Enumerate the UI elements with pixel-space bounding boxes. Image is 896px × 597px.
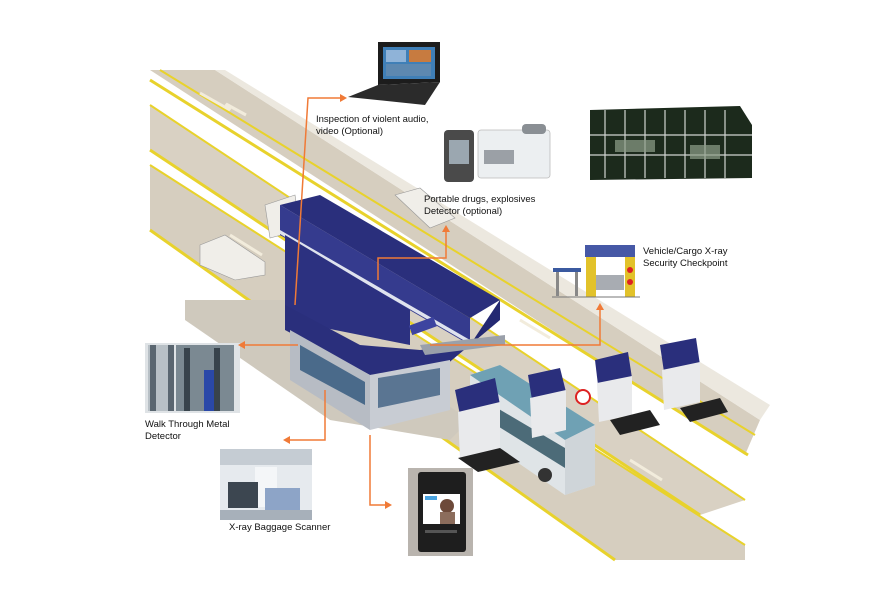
arrowhead [596,303,604,310]
road-divider [215,70,770,420]
callout-arrowheads [238,94,604,509]
label-metal-detector-line2: Detector [145,431,181,442]
callout-face-terminal [369,435,385,506]
label-audio-video-line2: video (Optional) [316,126,384,137]
xray-gate-image [552,245,640,298]
security-booth [280,195,505,430]
callout-lines [245,97,601,506]
label-audio-video: Inspection of violent audio, video (Opti… [316,114,429,138]
label-baggage-scanner: X-ray Baggage Scanner [229,522,330,534]
arrowhead [442,225,450,232]
arrowhead [340,94,347,102]
vehicle-xray-image [585,103,752,181]
label-vehicle-xray-line2: Security Checkpoint [643,258,728,269]
road-line [149,148,701,517]
kiosk [660,338,728,422]
booth-sign [408,316,437,336]
label-drugs-detector: Portable drugs, explosives Detector (opt… [424,194,535,218]
callout-vehicle-xray [430,310,601,346]
baggage-scanner-image [220,449,312,520]
booth-lower-roof [285,305,470,375]
label-drugs-detector-line1: Portable drugs, explosives [424,194,536,205]
label-metal-detector-line1: Walk Through Metal [145,419,230,430]
lane-arrow [519,318,551,340]
detector-image [444,124,551,182]
booth-window [300,345,365,405]
callout-audio-video [294,97,340,306]
label-drugs-detector-line2: Detector (optional) [424,206,503,217]
booth-window [378,368,440,408]
label-vehicle-xray: Vehicle/Cargo X-ray Security Checkpoint [643,246,727,270]
laptop-image [348,42,440,105]
callout-baggage [290,390,326,441]
road-line [159,69,756,436]
arrowhead [238,341,245,349]
label-baggage-scanner-line1: X-ray Baggage Scanner [229,522,331,533]
lane-arrow [199,91,247,117]
booth-roof-stripe [280,230,470,344]
bus-front [565,425,595,495]
speed-sign [575,389,591,405]
lane-arrow [629,458,663,482]
booth-upper-side [410,300,500,345]
barrier-block [394,187,456,229]
label-metal-detector: Walk Through Metal Detector [145,419,229,443]
callout-drugs-detector [377,232,447,280]
face-terminal-image [408,468,473,556]
barrier-block [199,234,266,281]
booth-wall-blue [285,235,410,345]
label-audio-video-line1: Inspection of violent audio, [316,114,429,125]
kiosk [595,352,660,435]
booth-roof-top [280,195,500,318]
metal-detector-image [145,343,240,413]
label-vehicle-xray-line1: Vehicle/Cargo X-ray [643,246,728,257]
booth-roof-front [280,205,470,345]
arrowhead [283,436,290,444]
bus-wheel [538,468,552,482]
arrowhead [385,501,392,509]
road-line [149,78,749,457]
lane-arrow [229,233,263,257]
kiosk [528,368,566,438]
inspection-kiosks [455,338,728,472]
kiosk [455,378,520,472]
